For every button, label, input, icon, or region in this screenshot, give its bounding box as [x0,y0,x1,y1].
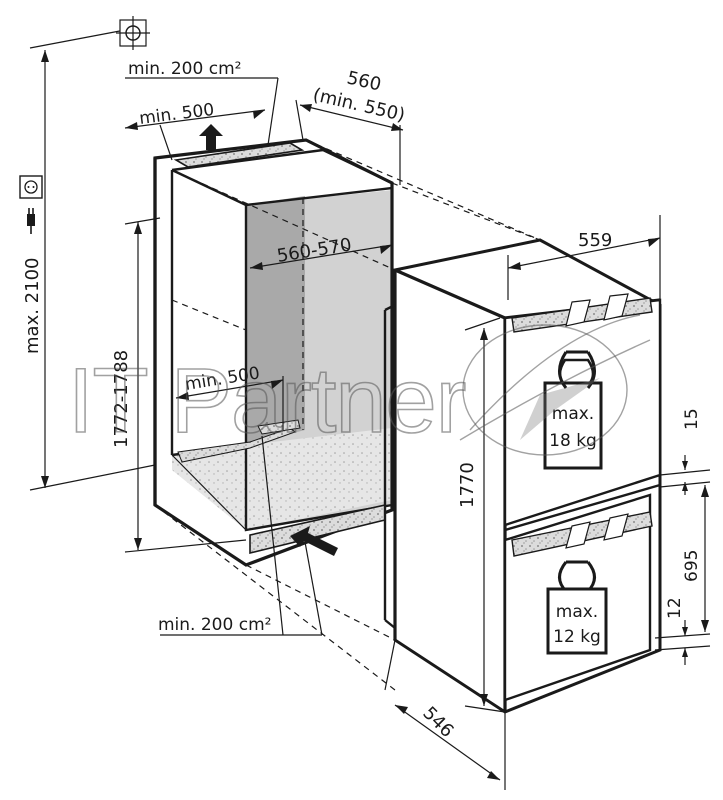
lower-section-height-label: 695 [682,550,702,582]
weight-icon-lower [546,560,608,655]
socket-icon [19,175,43,199]
niche [153,138,394,567]
upper-weight-line2: 18 kg [549,431,597,451]
appliance-width-label: 559 [578,230,612,251]
upper-weight-line1: max. [552,404,594,424]
appliance-height-label: 1770 [457,462,478,508]
airflow-in-arrow [290,526,338,556]
floor-vent [177,427,297,463]
gap-bottom-label: 12 [665,597,685,619]
lower-weight-line1: max. [556,602,598,622]
niche-height-label: 1772-1788 [111,350,132,448]
bottom-vent-area-label: min. 200 cm² [158,615,271,635]
appliance [383,238,662,714]
top-vent-width-label: min. 500 [138,100,215,129]
gap-top-label: 15 [682,408,702,430]
niche-depth-label: 560 [345,67,383,95]
watermark-text: IT Partner [68,350,466,452]
top-vent [173,142,305,168]
water-connection-icon [116,16,150,50]
airflow-up-arrow [199,124,223,150]
niche-floor [172,428,392,530]
projection-lines [154,139,541,691]
airflow-arrows [199,124,338,556]
dimension-lines-left [29,29,404,636]
niche-left-wall [246,196,305,445]
top-vent-area-label: min. 200 cm² [128,59,241,79]
appliance-depth-label: 546 [418,703,457,742]
plug-icon [27,208,35,234]
weight-icon [543,350,603,470]
dimension-lines-right [384,215,711,790]
watermark: IT Partner [67,314,651,456]
lower-weight-line2: 12 kg [553,627,601,647]
max-socket-height-label: max. 2100 [22,258,43,354]
